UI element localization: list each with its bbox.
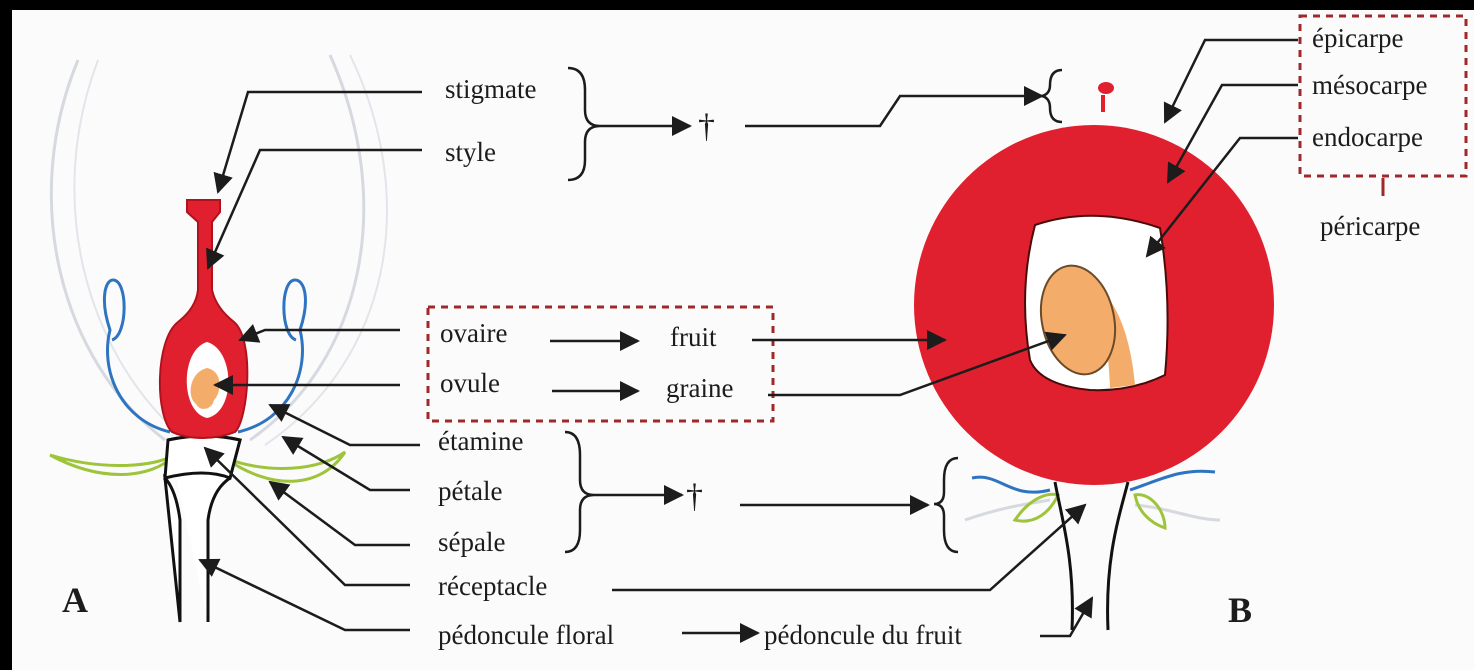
label-sepale: sépale	[438, 527, 505, 557]
label-petale: pétale	[438, 476, 502, 506]
label-endocarpe: endocarpe	[1312, 122, 1423, 152]
panel-label-a: A	[62, 580, 88, 620]
withered-stigma	[1098, 82, 1114, 94]
dagger-bottom: †	[686, 478, 703, 515]
label-ovule: ovule	[440, 368, 500, 398]
label-pedoncule-fruit: pédoncule du fruit	[764, 620, 962, 650]
dagger-top: †	[698, 108, 715, 145]
label-graine: graine	[666, 373, 733, 403]
label-receptacle: réceptacle	[438, 571, 547, 601]
label-epicarpe: épicarpe	[1312, 23, 1403, 53]
label-etamine: étamine	[438, 426, 523, 456]
label-pericarpe: péricarpe	[1320, 211, 1420, 241]
panel-label-b: B	[1228, 590, 1252, 630]
label-mesocarpe: mésocarpe	[1312, 70, 1427, 100]
label-stigmate: stigmate	[445, 74, 536, 104]
label-pedoncule-floral: pédoncule floral	[438, 620, 614, 650]
label-ovaire: ovaire	[440, 318, 507, 348]
label-style: style	[445, 137, 496, 167]
label-fruit: fruit	[670, 322, 717, 352]
